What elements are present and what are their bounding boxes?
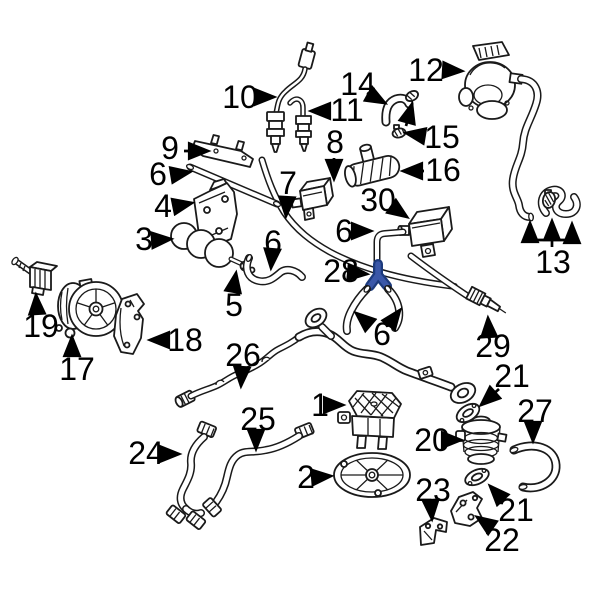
- callout-25: 25: [240, 401, 276, 453]
- part-20-valve: [455, 415, 508, 465]
- callout-18: 18: [146, 322, 203, 358]
- svg-text:23: 23: [415, 472, 451, 508]
- callout-2: 2: [297, 459, 335, 495]
- callout-24: 24: [128, 435, 183, 471]
- part-10-oxygen-sensor: [266, 41, 316, 153]
- svg-text:21: 21: [498, 492, 534, 528]
- callout-17: 17: [59, 333, 95, 387]
- callout-6b: 6: [335, 213, 375, 249]
- svg-text:11: 11: [330, 92, 363, 128]
- callout-21-upper: 21: [478, 358, 530, 408]
- callout-8: 8: [324, 124, 344, 183]
- part-1-canister: [337, 390, 402, 450]
- callout-1: 1: [311, 387, 347, 423]
- part-23-bracket: [419, 517, 448, 546]
- svg-text:20: 20: [414, 422, 450, 458]
- part-13-clamp: [541, 189, 557, 209]
- part-17-air-pump: [55, 278, 124, 339]
- svg-text:30: 30: [360, 182, 396, 218]
- callout-4: 4: [154, 188, 196, 224]
- svg-text:1: 1: [311, 387, 329, 423]
- part-6-hose-j: [242, 253, 306, 286]
- svg-text:4: 4: [154, 188, 172, 224]
- svg-text:24: 24: [128, 435, 164, 471]
- part-29-sensor: [407, 252, 507, 314]
- callout-23: 23: [415, 472, 451, 523]
- svg-text:28: 28: [323, 253, 359, 289]
- svg-text:6: 6: [335, 213, 353, 249]
- part-22-bracket: [450, 491, 483, 527]
- callout-27: 27: [517, 393, 553, 445]
- svg-text:13: 13: [535, 244, 571, 280]
- callout-6c: 6: [263, 224, 282, 272]
- svg-text:6: 6: [373, 316, 391, 352]
- svg-text:9: 9: [161, 130, 179, 166]
- svg-text:19: 19: [23, 308, 59, 344]
- part-18-bracket: [113, 293, 145, 355]
- callout-15: 15: [397, 100, 460, 155]
- callout-16: 16: [399, 152, 461, 188]
- svg-text:17: 17: [59, 351, 95, 387]
- svg-text:29: 29: [475, 328, 511, 364]
- part-15-clamp: [391, 124, 407, 139]
- callout-12: 12: [408, 52, 466, 88]
- part-12-outlet-hose: [508, 75, 542, 222]
- svg-text:18: 18: [167, 322, 203, 358]
- svg-text:16: 16: [425, 152, 461, 188]
- callout-30: 30: [360, 182, 410, 220]
- svg-text:27: 27: [517, 393, 553, 429]
- part-6-hose-left: [342, 285, 371, 335]
- part-28-y-connector-highlighted: [365, 259, 392, 291]
- callout-10: 10: [222, 79, 278, 115]
- svg-text:7: 7: [279, 165, 297, 201]
- callout-28: 28: [323, 253, 371, 289]
- svg-text:15: 15: [424, 119, 460, 155]
- part-2-grille: [333, 452, 411, 498]
- callout-29: 29: [475, 314, 511, 364]
- part-26-pipe-assembly: [174, 307, 477, 408]
- part-25-hose: [202, 422, 315, 518]
- callout-6a: 6: [149, 156, 194, 192]
- part-8-valve: [290, 177, 334, 221]
- part-12-air-pump: [458, 41, 524, 120]
- svg-text:25: 25: [240, 401, 276, 437]
- y-connector-body: [367, 261, 390, 289]
- svg-text:12: 12: [408, 52, 444, 88]
- svg-text:10: 10: [222, 79, 258, 115]
- callout-14: 14: [340, 66, 389, 105]
- part-16-silencer: [344, 143, 401, 188]
- callout-9: 9: [161, 130, 212, 166]
- callout-26: 26: [225, 337, 261, 390]
- svg-text:2: 2: [297, 459, 315, 495]
- svg-text:22: 22: [484, 522, 520, 558]
- svg-text:5: 5: [225, 287, 243, 323]
- svg-text:6: 6: [264, 224, 282, 260]
- callout-7: 7: [277, 165, 297, 220]
- svg-text:26: 26: [225, 337, 261, 373]
- part-27-hose: [509, 441, 561, 493]
- callout-6d: 6: [353, 307, 403, 352]
- callout-20: 20: [414, 422, 465, 458]
- callout-13: 13: [520, 217, 582, 280]
- svg-text:6: 6: [149, 156, 167, 192]
- part-19-sensor: [11, 256, 58, 296]
- callout-19: 19: [23, 291, 59, 344]
- svg-text:3: 3: [135, 221, 153, 257]
- part-6-hose-elbow: [373, 228, 407, 267]
- svg-text:14: 14: [340, 66, 376, 102]
- callout-3: 3: [135, 221, 175, 257]
- callout-5: 5: [223, 269, 243, 323]
- svg-text:21: 21: [494, 358, 530, 394]
- svg-text:8: 8: [326, 124, 344, 160]
- part-21-gasket-lower: [464, 467, 490, 487]
- callout-21-lower: 21: [487, 483, 534, 528]
- part-14-hose: [381, 90, 419, 127]
- part-24-hose: [165, 420, 217, 530]
- part-11-oxygen-sensor: [287, 96, 312, 152]
- part-6-pipe: [185, 163, 282, 208]
- callout-11: 11: [307, 92, 364, 128]
- callout-22: 22: [474, 514, 520, 558]
